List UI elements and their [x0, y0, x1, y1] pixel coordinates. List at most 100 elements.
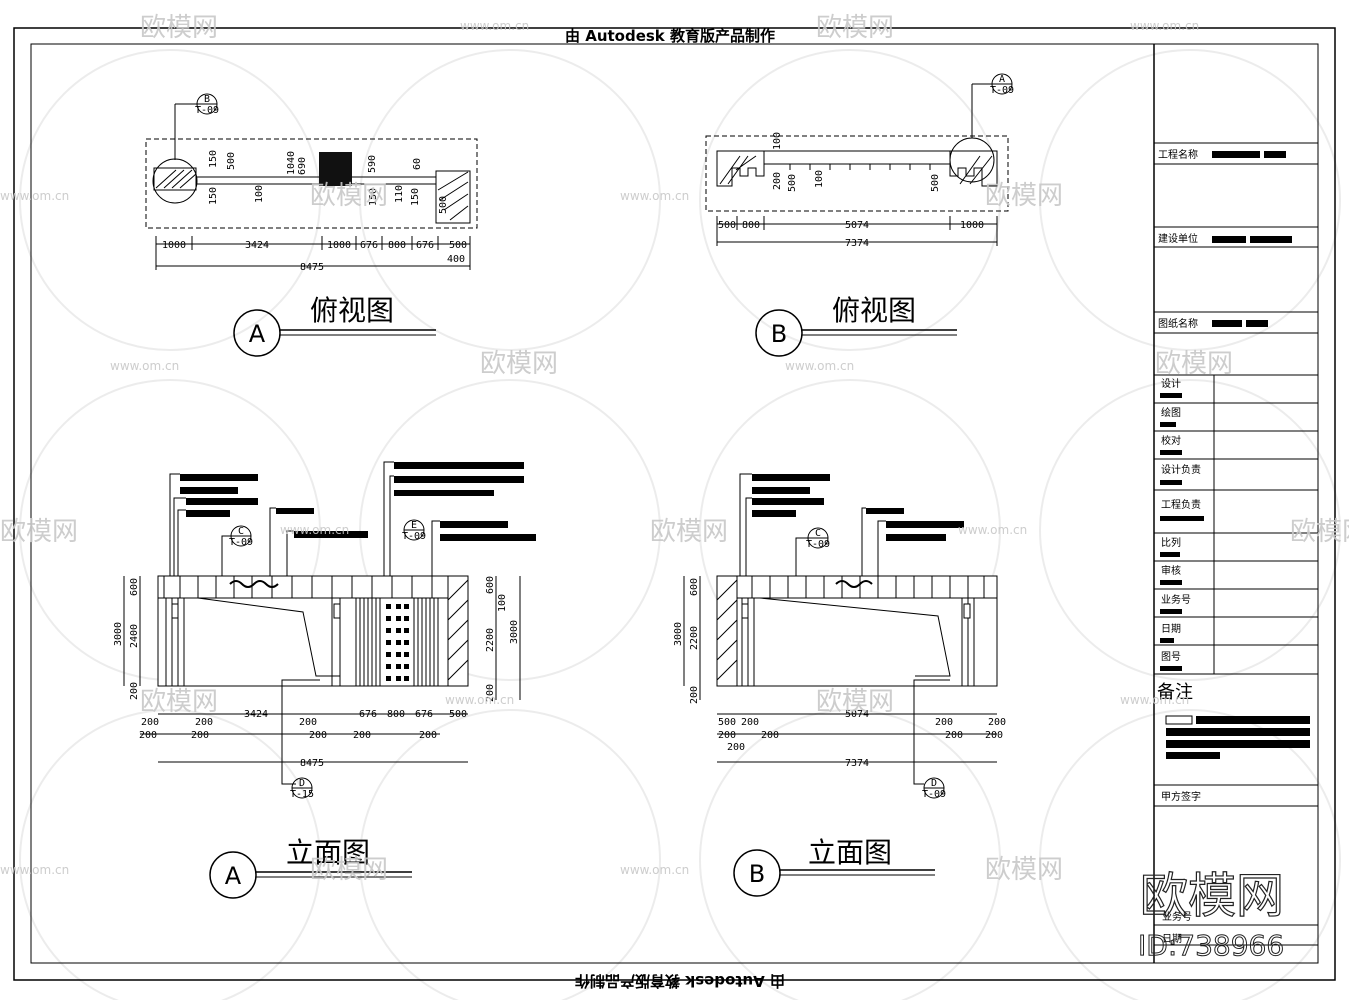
- tb-redaction: [1264, 151, 1286, 158]
- plan-b-vdim: 100: [814, 170, 825, 188]
- tb-row-label: 图号: [1161, 651, 1181, 663]
- plan-a-right-hatch: [437, 171, 469, 221]
- elev-a-bdim2: 200: [419, 730, 437, 741]
- elev-a-bdim2: 200: [309, 730, 327, 741]
- plan-a-dim: 3424: [245, 240, 269, 251]
- brand-stamp-logo: 欧模网: [1140, 868, 1284, 924]
- elev-a-ldim: 2400: [129, 624, 140, 648]
- elev-b-view-mark-circle: [733, 849, 781, 897]
- tb-redaction: [1160, 480, 1182, 485]
- watermark-brand: 欧模网: [816, 687, 894, 717]
- elev-a-annotation-bars: [180, 462, 536, 541]
- watermark-site: www.om.cn: [1120, 693, 1189, 707]
- plan-a-view-mark-circle: [233, 309, 281, 357]
- inner-border: [30, 43, 1319, 964]
- plan-a-view-mark: A: [249, 320, 266, 348]
- elev-b-top-band-pattern: [751, 576, 985, 598]
- tb-row-label: 校对: [1161, 434, 1181, 447]
- plan-view-a: B T-09 150 500 150 100 1040 690 590 150 …: [145, 93, 478, 357]
- elev-a-bdim2: 200: [353, 730, 371, 741]
- elev-b-callout-d-leader: [913, 679, 950, 785]
- watermark-site: www.om.cn: [0, 863, 69, 877]
- elev-b-bdim: 200: [935, 717, 953, 728]
- elev-b-bdim: 200: [988, 717, 1006, 728]
- tb-row-label: 业务号: [1161, 593, 1191, 606]
- plan-b-dim-ticks: [716, 216, 998, 246]
- watermark-brand: 欧模网: [816, 13, 894, 43]
- elev-a-callout-e-top: E: [411, 520, 417, 531]
- elev-a-ldim: 3000: [113, 622, 124, 646]
- elev-a-top-band: [157, 575, 469, 599]
- elev-a-right-wall-hatch: [447, 579, 469, 681]
- elev-b-callout-d-bottom: T-09: [922, 789, 946, 800]
- elev-b-callout-c-leader: [795, 537, 808, 590]
- plan-b-vdim: 500: [930, 174, 941, 192]
- elev-b-left-wall-hatch: [716, 579, 738, 681]
- plan-a-title: 俯视图: [310, 294, 394, 327]
- elev-b-ldim: 600: [689, 578, 700, 596]
- tb-row-label: 设计负责: [1161, 463, 1201, 476]
- plan-a-dim: 1000: [162, 240, 186, 251]
- plan-a-callout-top: B: [204, 94, 210, 105]
- elev-b-view-mark: B: [749, 860, 765, 888]
- elev-b-callout-d-top: D: [931, 778, 937, 789]
- elev-b-main-body: [736, 597, 998, 687]
- elev-a-bdim: 676: [415, 709, 433, 720]
- elev-b-annotation-bars: [752, 474, 964, 541]
- elev-b-callout-c-top: C: [815, 528, 821, 539]
- elevation-view-b: C T-09 600 3000 2200 200 500 200: [673, 473, 1006, 897]
- elev-b-callout-c-bottom: T-09: [806, 539, 830, 550]
- elev-a-bottom-dims-row2: 200 200 200 200 200 8475: [139, 730, 437, 769]
- watermark-site: www.om.cn: [110, 359, 179, 373]
- watermark-brand: 欧模网: [985, 855, 1063, 885]
- plan-a-vdim: 500: [438, 196, 449, 214]
- elev-a-bdim2: 200: [191, 730, 209, 741]
- elev-a-screen-lines: [359, 598, 435, 686]
- brand-stamp-id: ID:738966: [1138, 929, 1284, 962]
- elev-b-bdim2: 200: [718, 730, 736, 741]
- elev-b-bdim: 500: [718, 717, 736, 728]
- plan-a-left-hatch: [155, 169, 197, 189]
- watermark-site: www.om.cn: [280, 523, 349, 537]
- plan-a-dim-ticks: [155, 236, 471, 270]
- title-block-lines: [1154, 142, 1318, 946]
- elev-b-bdim: 200: [741, 717, 759, 728]
- plan-b-vdim: 500: [787, 174, 798, 192]
- elev-a-right-wall: [447, 575, 469, 687]
- elev-a-callout-c-leader: [221, 535, 231, 590]
- plan-a-vdim: 150: [208, 150, 219, 168]
- watermark-brand: 欧模网: [480, 349, 558, 379]
- elev-a-ornament: [229, 580, 279, 588]
- elev-a-bdim: 200: [299, 717, 317, 728]
- elev-a-view-mark-circle: [209, 851, 257, 899]
- tb-remarks-redactions: [1165, 715, 1310, 759]
- tb-row-label: 审核: [1161, 564, 1181, 577]
- elev-a-title: 立面图: [286, 836, 370, 869]
- brand-stamp: 欧模网 ID:738966: [1138, 867, 1285, 962]
- plan-a-left-block: [153, 167, 197, 191]
- watermark-brand: 欧模网: [985, 181, 1063, 211]
- elev-b-bdim3: 200: [727, 742, 745, 753]
- elev-a-bdim: 800: [387, 709, 405, 720]
- elev-b-top-band: [736, 575, 998, 599]
- plan-b-view-mark: B: [771, 320, 787, 348]
- tb-footer-row: 日期: [1162, 933, 1182, 945]
- plan-b-vdim: 100: [772, 132, 783, 150]
- elev-a-bdim: 200: [141, 717, 159, 728]
- elevation-view-a: C T-09 E T-09: [113, 461, 536, 899]
- elev-a-callout-d-top: D: [299, 778, 305, 789]
- tb-project-name-label: 工程名称: [1158, 148, 1198, 161]
- plan-b-title: 俯视图: [832, 294, 916, 327]
- tb-redaction: [1160, 552, 1180, 557]
- watermark-brand: 欧模网: [0, 517, 78, 547]
- plan-a-bottom-dims: 1000 3424 1000 676 800 676 500 400 8475: [162, 240, 467, 273]
- watermark-site: www.om.cn: [785, 359, 854, 373]
- elev-a-bdim: 3424: [244, 709, 268, 720]
- plan-a-vdim: 500: [226, 152, 237, 170]
- plan-a-callout-bottom: T-09: [195, 105, 219, 116]
- plan-b-dim: 800: [742, 220, 760, 231]
- plan-a-dim-total: 8475: [300, 262, 324, 273]
- elev-a-rdim: 200: [485, 684, 496, 702]
- elev-b-small-box-1: [741, 603, 749, 619]
